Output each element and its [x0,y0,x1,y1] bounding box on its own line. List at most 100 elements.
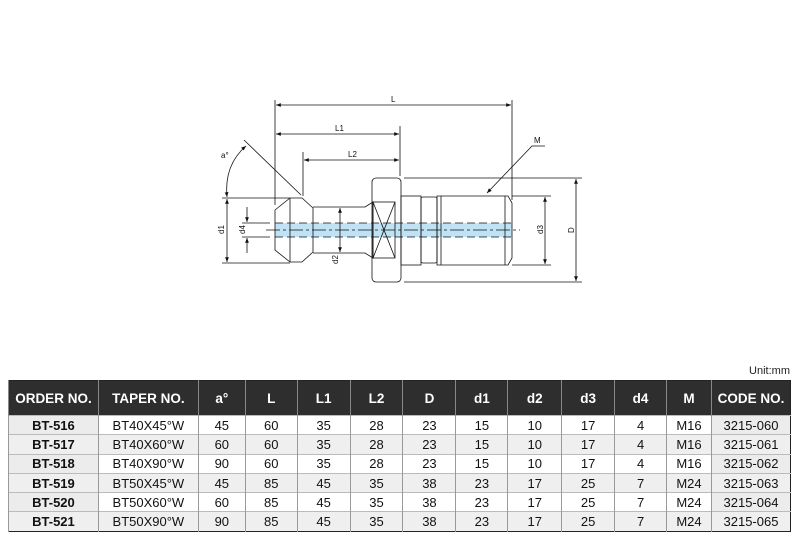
table-cell: 23 [402,453,456,474]
column-header: CODE NO. [710,380,791,416]
table-cell: 17 [507,492,562,512]
table-cell: 17 [507,472,562,493]
table-cell: 4 [614,434,667,455]
table-cell: 45 [197,414,246,435]
table-cell: 4 [614,453,667,474]
table-cell: 28 [349,453,403,474]
table-cell: BT40X60°W [97,434,199,455]
column-header: L [244,380,298,416]
column-header: d2 [507,380,562,416]
table-cell: 28 [349,414,403,435]
table-cell: 90 [197,511,246,532]
table-cell: 17 [561,434,615,455]
table-cell: 23 [402,434,456,455]
table-cell: BT-520 [8,492,99,512]
table-cell: BT-516 [8,414,99,435]
table-cell: 35 [296,414,351,435]
table-cell: 7 [614,472,667,493]
table-cell: 25 [561,472,615,493]
table-cell: M16 [666,434,712,455]
table-cell: 60 [197,492,246,512]
table-cell: 3215-062 [710,453,791,474]
pull-stud-drawing: L L1 L2 M a° d1 d4 d2 d3 D [217,95,582,283]
table-cell: 45 [296,511,351,532]
label-D: D [567,227,576,233]
table-cell: 60 [244,434,298,455]
column-header: d3 [561,380,615,416]
table-cell: 35 [349,492,403,512]
column-header: M [666,380,712,416]
table-cell: BT-518 [8,453,99,474]
table-cell: 35 [349,472,403,493]
table-cell: 17 [561,453,615,474]
column-header: d1 [455,380,508,416]
label-L2: L2 [348,150,357,159]
table-cell: 45 [296,472,351,493]
table-cell: 17 [507,511,562,532]
table-cell: 10 [507,414,562,435]
table-cell: 90 [197,453,246,474]
table-cell: BT50X90°W [97,511,199,532]
label-M: M [534,136,541,145]
table-cell: 60 [197,434,246,455]
table-cell: 17 [561,414,615,435]
table-cell: 60 [244,453,298,474]
table-cell: BT-521 [8,511,99,532]
table-cell: 7 [614,492,667,512]
table-cell: 15 [455,453,508,474]
table-cell: 23 [455,472,508,493]
table-cell: BT50X45°W [97,472,199,493]
label-L: L [391,95,396,104]
column-header: a° [197,380,246,416]
table-cell: BT-519 [8,472,99,493]
label-L1: L1 [335,124,344,133]
table-cell: 3215-061 [710,434,791,455]
column-header: ORDER NO. [8,380,99,416]
column-header: L2 [349,380,403,416]
table-cell: 3215-065 [710,511,791,532]
table-cell: BT50X60°W [97,492,199,512]
label-d3: d3 [536,225,545,234]
table-cell: 28 [349,434,403,455]
label-d2: d2 [331,255,340,264]
table-cell: 38 [402,511,456,532]
table-cell: 3215-063 [710,472,791,493]
table-cell: 85 [244,492,298,512]
table-cell: 25 [561,492,615,512]
pull-stud-body [274,177,513,283]
table-cell: 10 [507,434,562,455]
table-cell: 35 [349,511,403,532]
table-cell: 3215-064 [710,492,791,512]
column-header: L1 [296,380,351,416]
label-a: a° [221,151,229,160]
table-cell: 15 [455,414,508,435]
table-cell: 85 [244,511,298,532]
column-header: TAPER NO. [97,380,199,416]
table-cell: 15 [455,434,508,455]
table-cell: M24 [666,492,712,512]
table-cell: 25 [561,511,615,532]
table-cell: M16 [666,453,712,474]
table-cell: 23 [402,414,456,435]
table-cell: 45 [296,492,351,512]
table-cell: 38 [402,492,456,512]
table-cell: 38 [402,472,456,493]
table-cell: M24 [666,511,712,532]
table-cell: BT40X90°W [97,453,199,474]
label-d4: d4 [238,225,247,234]
label-d1: d1 [217,225,226,234]
table-cell: 60 [244,414,298,435]
column-header: D [402,380,456,416]
table-cell: 3215-060 [710,414,791,435]
table-cell: 35 [296,453,351,474]
table-cell: 85 [244,472,298,493]
table-cell: M24 [666,472,712,493]
table-cell: 23 [455,492,508,512]
